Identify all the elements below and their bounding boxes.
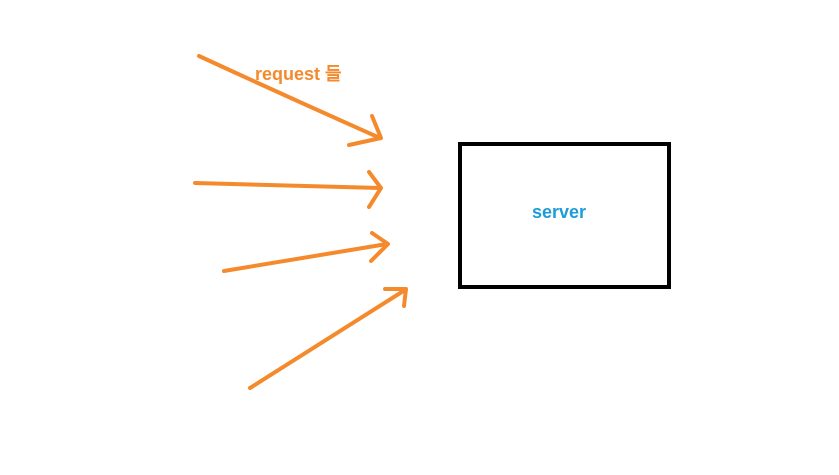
request-arrow-2-shaft — [193, 181, 382, 190]
request-arrow-4 — [248, 287, 408, 390]
request-arrow-2-head — [367, 170, 383, 209]
request-arrow-3-shaft — [222, 242, 389, 273]
server-box-border — [458, 142, 671, 289]
request-arrow-4-shaft — [248, 288, 407, 390]
server-label: server — [532, 202, 586, 222]
server-box: server — [458, 142, 671, 289]
request-arrow-2 — [193, 170, 383, 209]
request-arrows — [193, 54, 408, 390]
request-arrow-1-shaft — [197, 54, 382, 140]
request-arrow-1 — [197, 54, 383, 147]
request-arrow-1-head — [347, 114, 383, 147]
request-arrow-3-head — [369, 231, 390, 263]
requests-label: request 들 — [255, 64, 342, 84]
request-arrow-3 — [222, 231, 390, 273]
request-arrow-4-head — [383, 287, 408, 308]
